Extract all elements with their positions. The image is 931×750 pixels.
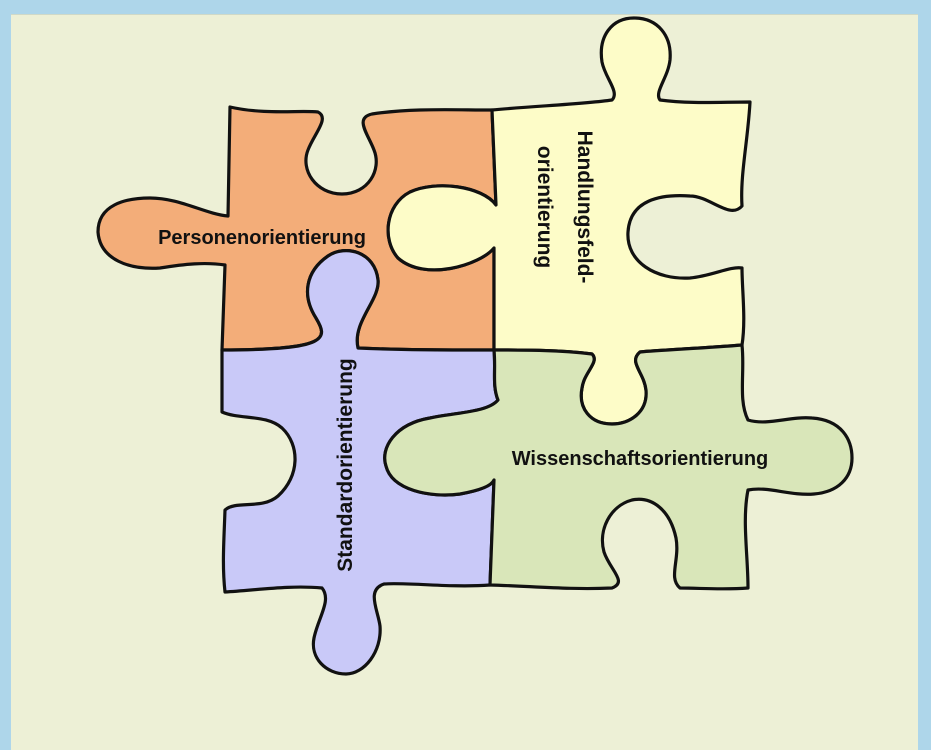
standard-label: Standardorientierung <box>334 358 357 572</box>
wissenschaft-piece <box>383 343 854 591</box>
handlung-label-line2: orientierung <box>533 146 556 269</box>
personen-label: Personenorientierung <box>158 227 366 249</box>
wissenschaft-label: Wissenschaftsorientierung <box>512 448 769 470</box>
handlung-label-line1: Handlungsfeld- <box>573 131 596 284</box>
